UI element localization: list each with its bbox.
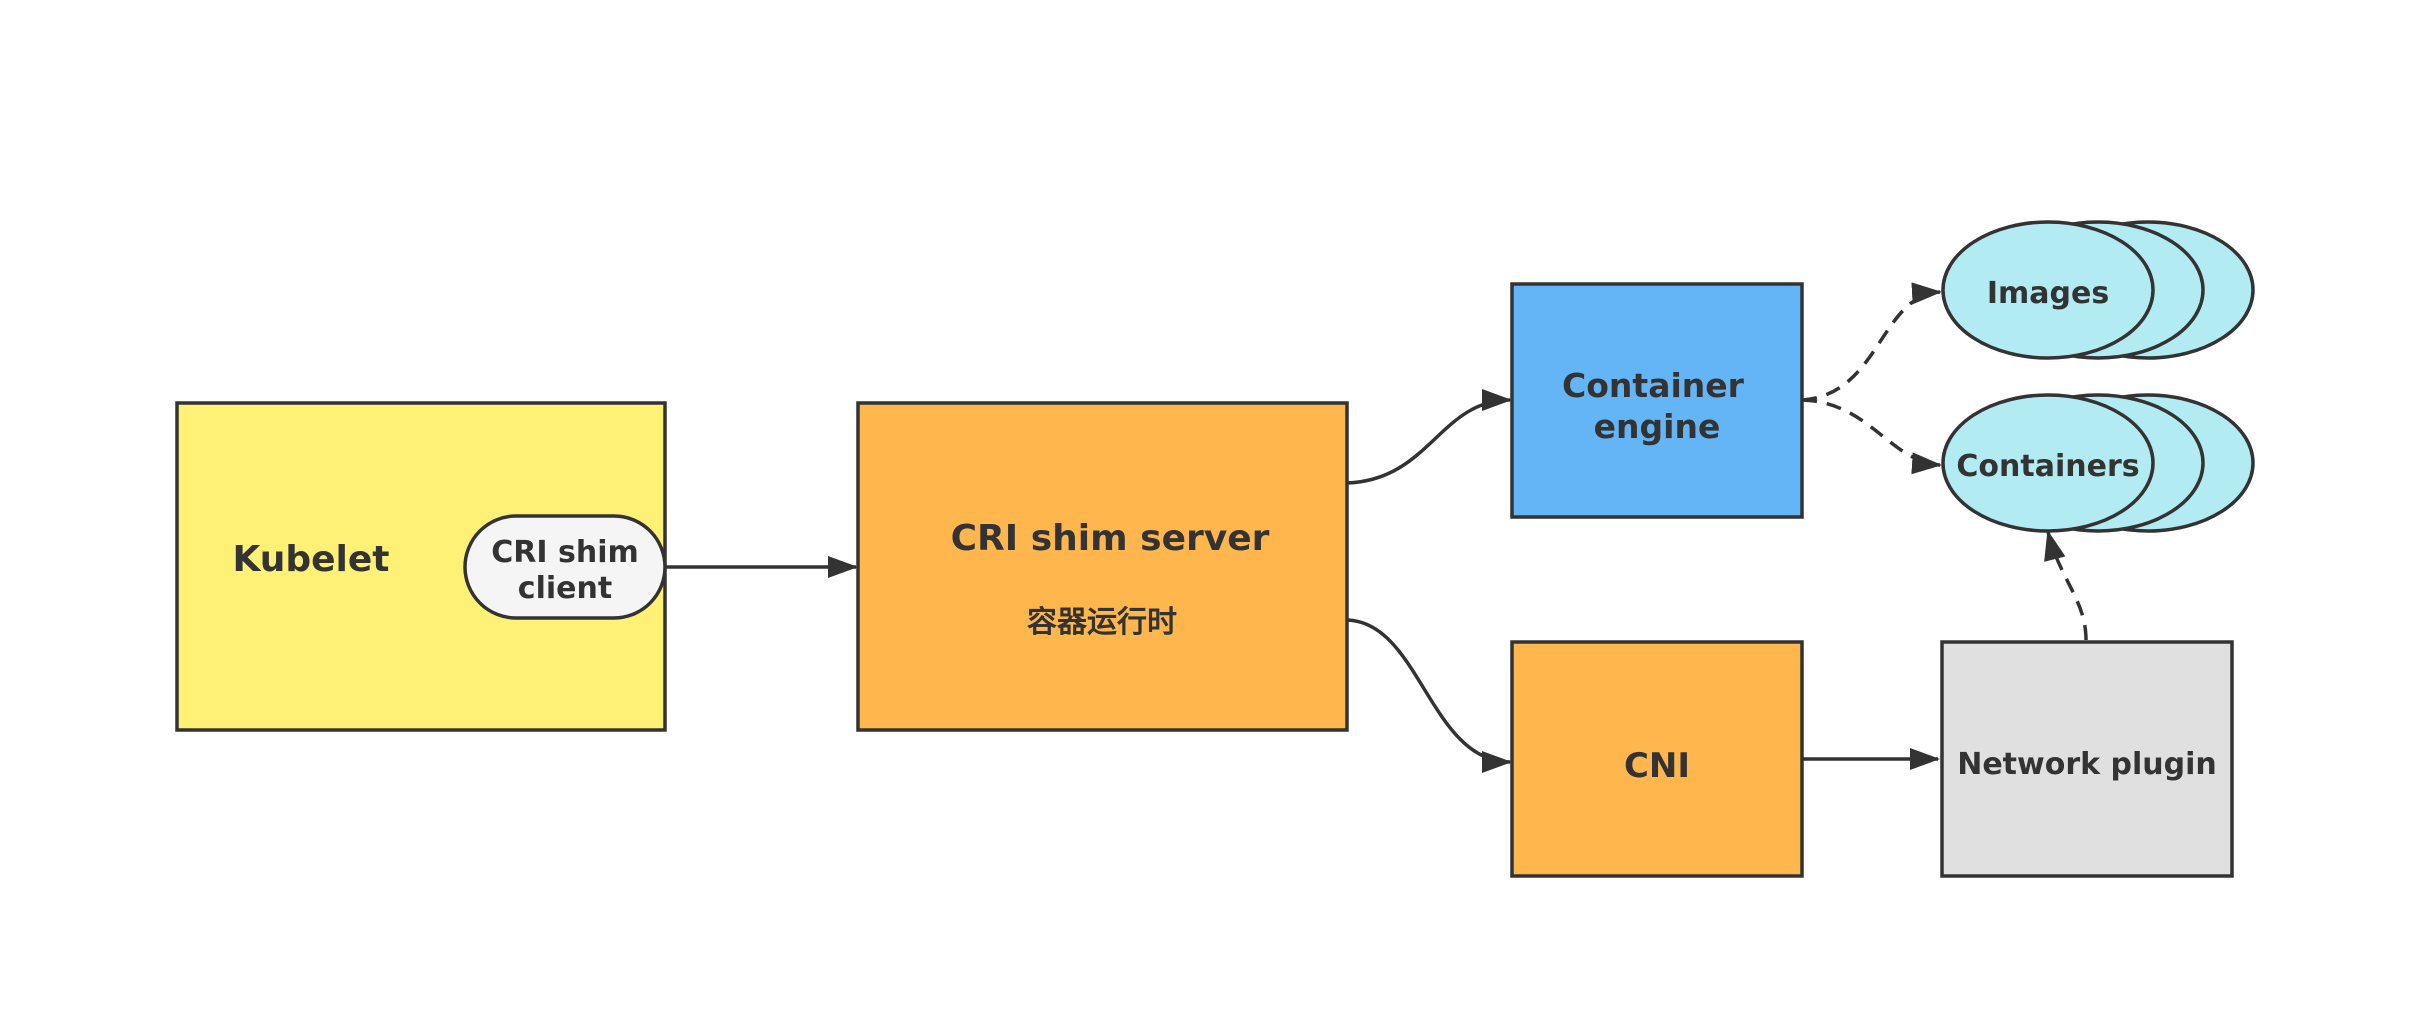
- edge-server-to-cni: [1346, 618, 1512, 773]
- cri-shim-client-label-line1: CRI shim: [491, 535, 638, 570]
- network-plugin-node: Network plugin: [1940, 640, 2234, 878]
- cri-shim-server-label: CRI shim server: [951, 518, 1270, 559]
- containers-label: Containers: [1956, 449, 2139, 484]
- edge-network-plugin-to-containers: [2044, 530, 2088, 641]
- images-label: Images: [1987, 276, 2109, 311]
- cri-shim-client-label-line2: client: [518, 571, 612, 606]
- cni-box: [1510, 640, 1804, 878]
- edge-engine-to-containers: [1801, 398, 1942, 475]
- cni-node: CNI: [1510, 640, 1804, 878]
- cri-shim-server-sublabel: 容器运行时: [1027, 605, 1177, 640]
- edge-engine-to-images: [1801, 282, 1942, 402]
- cri-shim-server-box: [856, 401, 1349, 732]
- container-engine-node: Container engine: [1510, 282, 1804, 519]
- containers-ellipse-front: [1941, 393, 2155, 533]
- cni-label: CNI: [1624, 746, 1690, 786]
- container-engine-box: [1510, 282, 1804, 519]
- edge-server-to-container-engine: [1346, 389, 1512, 485]
- images-node: Images: [1941, 220, 2255, 360]
- container-engine-label-line2: engine: [1594, 407, 1721, 446]
- cri-shim-client-node: CRI shim client: [463, 514, 667, 620]
- network-plugin-label: Network plugin: [1957, 747, 2217, 782]
- container-engine-label-line1: Container: [1562, 366, 1745, 405]
- images-ellipse-front: [1941, 220, 2155, 360]
- cri-shim-client-box: [463, 514, 667, 620]
- containers-node: Containers: [1941, 393, 2255, 533]
- network-plugin-box: [1940, 640, 2234, 878]
- kubelet-label: Kubelet: [232, 539, 389, 580]
- cri-shim-server-node: CRI shim server 容器运行时: [856, 401, 1349, 732]
- edges: [665, 282, 2088, 773]
